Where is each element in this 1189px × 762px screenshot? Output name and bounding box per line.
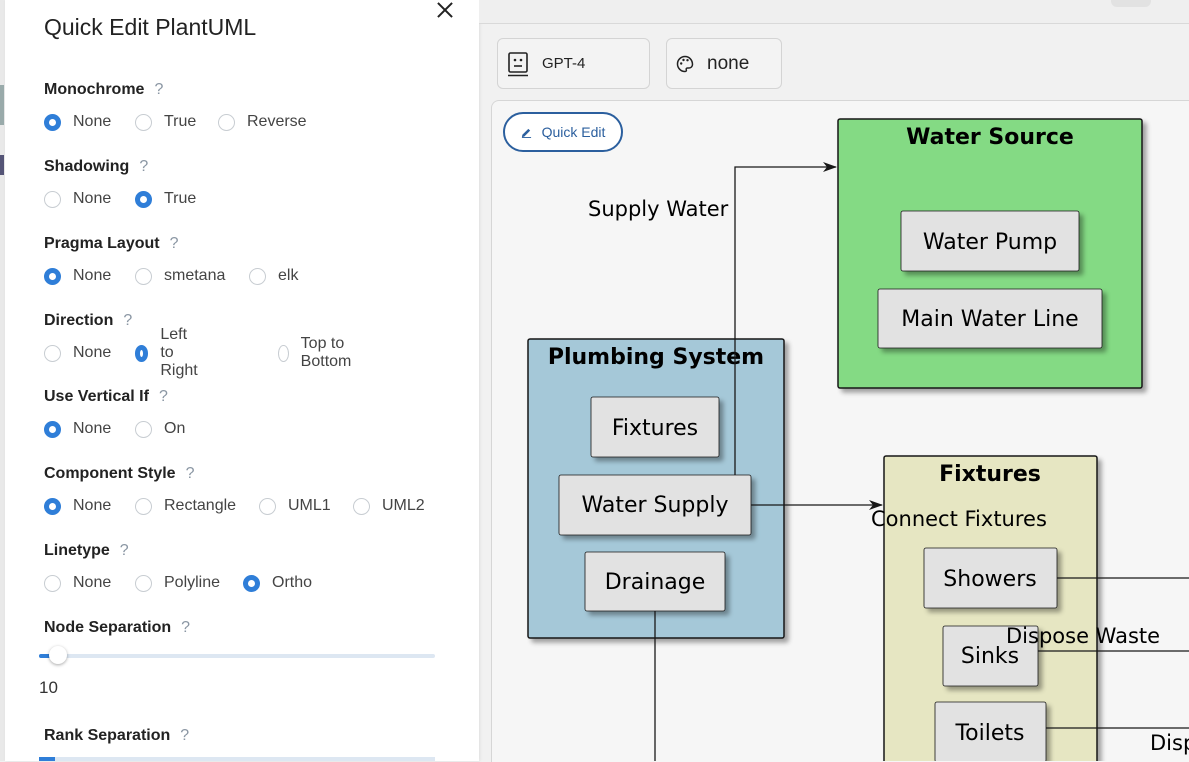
water-pump-label: Water Pump	[923, 230, 1057, 255]
pragma-elk-radio[interactable]: elk	[249, 264, 298, 288]
linetype-none-radio[interactable]: None	[44, 571, 111, 595]
help-icon[interactable]: ?	[158, 388, 168, 405]
monochrome-none-radio[interactable]: None	[44, 110, 111, 134]
quick-edit-button[interactable]: Quick Edit	[503, 112, 623, 152]
use-vertical-if-group: Use Vertical If? None On	[44, 387, 185, 441]
model-label: GPT-4	[542, 55, 586, 72]
help-icon[interactable]: ?	[119, 542, 129, 559]
main-water-line-label: Main Water Line	[901, 307, 1078, 332]
top-bar	[479, 0, 1189, 24]
direction-none-radio[interactable]: None	[44, 341, 111, 365]
pragma-layout-label: Pragma Layout	[44, 235, 160, 252]
water-pump-node[interactable]: Water Pump	[900, 210, 1080, 272]
shadowing-true-radio[interactable]: True	[135, 187, 196, 211]
direction-label: Direction	[44, 312, 114, 329]
node-separation-value: 10	[39, 678, 58, 697]
toilets-label: Toilets	[954, 721, 1024, 746]
pragma-smetana-radio[interactable]: smetana	[135, 264, 225, 288]
linetype-polyline-radio[interactable]: Polyline	[135, 571, 220, 595]
rank-separation-label: Rank Separation	[44, 727, 171, 744]
sinks-node[interactable]: Sinks	[942, 625, 1039, 687]
help-icon[interactable]: ?	[139, 158, 149, 175]
showers-label: Showers	[943, 567, 1036, 592]
shadowing-group: Shadowing? None True	[44, 157, 196, 211]
fixtures-node-label: Fixtures	[612, 416, 698, 441]
monochrome-group: Monochrome? None True Reverse	[44, 80, 307, 134]
component-style-uml1-radio[interactable]: UML1	[259, 494, 331, 518]
help-icon[interactable]: ?	[181, 619, 191, 636]
plumbing-system-title: Plumbing System	[548, 345, 764, 370]
direction-left-to-right-radio[interactable]: Left to Right	[135, 326, 201, 379]
dispose-label-partial: Disp	[1150, 731, 1189, 755]
robot-icon	[508, 51, 528, 76]
rank-separation-fill	[39, 757, 55, 761]
background-page-edge	[0, 0, 5, 761]
theme-label: none	[707, 52, 750, 74]
quick-edit-panel: Quick Edit PlantUML Monochrome? None Tru…	[5, 0, 479, 761]
monochrome-label: Monochrome	[44, 81, 145, 98]
sinks-label: Sinks	[961, 644, 1019, 669]
monochrome-reverse-radio[interactable]: Reverse	[218, 110, 307, 134]
panel-title: Quick Edit PlantUML	[44, 14, 257, 40]
slider-track	[39, 654, 435, 658]
main-water-line-node[interactable]: Main Water Line	[877, 288, 1103, 349]
water-source-title: Water Source	[906, 125, 1074, 150]
rank-separation-group: Rank Separation?	[44, 726, 189, 746]
shadowing-none-radio[interactable]: None	[44, 187, 111, 211]
monochrome-true-radio[interactable]: True	[135, 110, 196, 134]
node-separation-group: Node Separation?	[44, 618, 190, 638]
component-style-none-radio[interactable]: None	[44, 494, 111, 518]
topbar-button[interactable]	[1111, 0, 1151, 7]
linetype-label: Linetype	[44, 542, 110, 559]
toilets-node[interactable]: Toilets	[934, 701, 1047, 761]
vertical-if-none-radio[interactable]: None	[44, 417, 111, 441]
direction-group: Direction? None Left to Right Top to Bot…	[44, 311, 351, 379]
palette-icon	[676, 55, 694, 72]
fixtures-node[interactable]: Fixtures	[590, 396, 720, 458]
shadowing-label: Shadowing	[44, 158, 130, 175]
pragma-layout-group: Pragma Layout? None smetana elk	[44, 234, 298, 288]
slider-thumb[interactable]	[49, 646, 67, 664]
fixtures-group: Fixtures	[883, 455, 1098, 761]
quick-edit-label: Quick Edit	[541, 124, 606, 140]
model-selector[interactable]: GPT-4	[497, 38, 650, 89]
component-style-rectangle-radio[interactable]: Rectangle	[135, 494, 236, 518]
water-supply-node[interactable]: Water Supply	[558, 474, 752, 536]
node-separation-label: Node Separation	[44, 619, 172, 636]
help-icon[interactable]: ?	[180, 727, 190, 744]
component-style-uml2-radio[interactable]: UML2	[353, 494, 425, 518]
pragma-none-radio[interactable]: None	[44, 264, 111, 288]
direction-top-to-bottom-radio[interactable]: Top to Bottom	[278, 335, 358, 370]
use-vertical-if-label: Use Vertical If	[44, 388, 149, 405]
help-icon[interactable]: ?	[154, 81, 164, 98]
fixtures-group-title: Fixtures	[939, 462, 1041, 487]
dispose-waste-label: Dispose Waste	[1006, 624, 1160, 648]
linetype-ortho-radio[interactable]: Ortho	[243, 571, 312, 595]
slider-fill	[39, 654, 51, 658]
help-icon[interactable]: ?	[169, 235, 179, 252]
theme-selector[interactable]: none	[666, 38, 782, 89]
component-style-label: Component Style	[44, 465, 176, 482]
showers-node[interactable]: Showers	[923, 547, 1058, 609]
linetype-group: Linetype? None Polyline Ortho	[44, 541, 312, 595]
drainage-label: Drainage	[605, 570, 706, 595]
rank-separation-slider[interactable]	[39, 757, 435, 761]
connect-fixtures-label: Connect Fixtures	[871, 507, 1047, 531]
drainage-node[interactable]: Drainage	[584, 551, 726, 612]
pencil-icon	[521, 128, 531, 138]
component-style-group: Component Style? None Rectangle UML1 UML…	[44, 464, 425, 518]
node-separation-slider[interactable]	[39, 646, 435, 664]
help-icon[interactable]: ?	[123, 312, 133, 329]
supply-water-label: Supply Water	[588, 197, 729, 221]
vertical-if-on-radio[interactable]: On	[135, 417, 185, 441]
water-supply-label: Water Supply	[582, 493, 729, 518]
help-icon[interactable]: ?	[185, 465, 195, 482]
supply-water-edge	[734, 162, 837, 475]
